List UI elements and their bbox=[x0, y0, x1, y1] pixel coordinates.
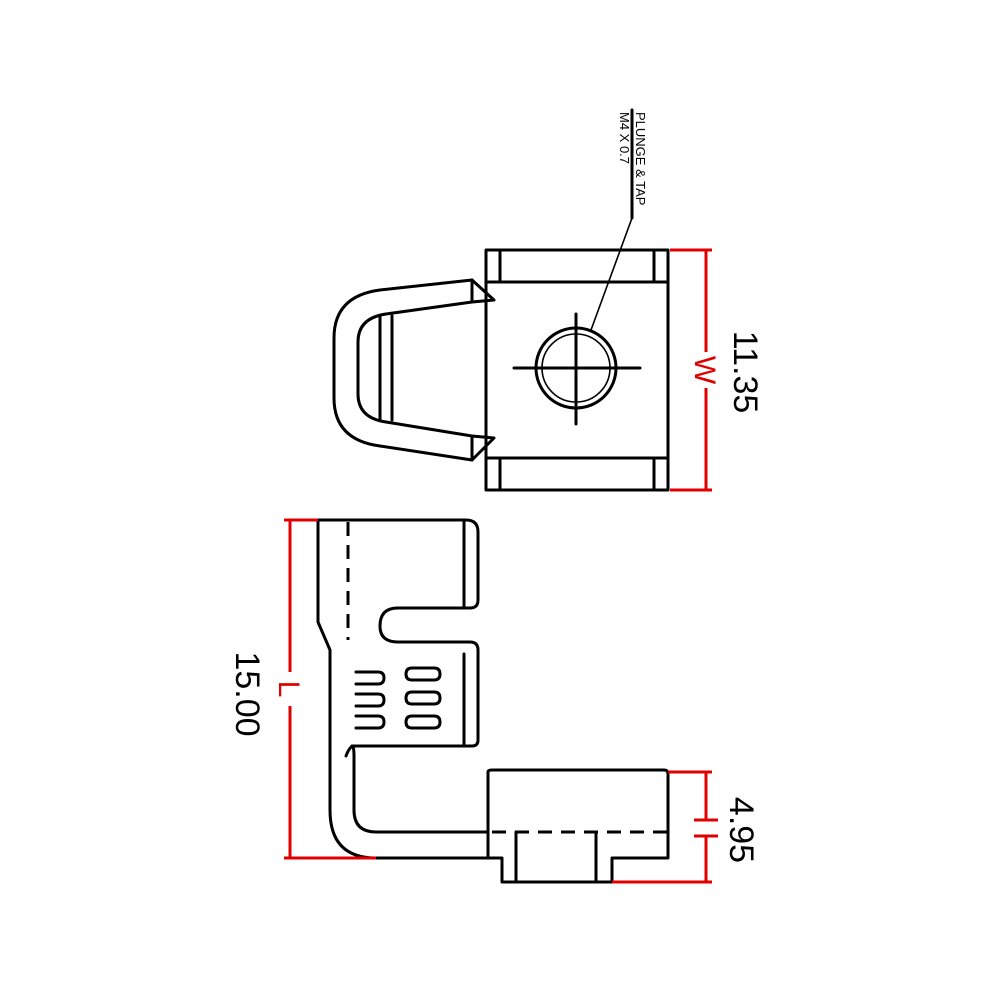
bracket-outline bbox=[316, 518, 670, 884]
serration bbox=[354, 714, 386, 730]
clip-outer-outline bbox=[332, 278, 474, 462]
length-letter: L bbox=[272, 681, 305, 698]
callout-line-1: PLUNGE & TAP bbox=[633, 112, 648, 205]
length-dimension bbox=[284, 518, 376, 860]
bracket-top-arm bbox=[316, 518, 480, 758]
nut-body-outline bbox=[484, 248, 670, 492]
width-value: 11.35 bbox=[726, 331, 764, 414]
serration bbox=[404, 666, 442, 682]
clip-barb bbox=[470, 434, 496, 462]
length-value: 15.00 bbox=[228, 651, 266, 736]
width-dimension bbox=[670, 248, 712, 492]
serration bbox=[404, 714, 442, 730]
callout-leader bbox=[590, 217, 633, 331]
width-letter: W bbox=[688, 356, 721, 385]
callout-line-2: M4 X 0.7 bbox=[617, 112, 632, 164]
serration bbox=[404, 690, 442, 706]
top-view bbox=[332, 108, 670, 492]
serration bbox=[354, 670, 386, 686]
clip-inner-outline bbox=[356, 300, 474, 438]
serration bbox=[354, 692, 386, 708]
height-value: 4.95 bbox=[722, 797, 760, 863]
bracket-inner-bend bbox=[350, 744, 490, 834]
side-view bbox=[316, 518, 670, 884]
height-dimension bbox=[612, 770, 718, 884]
